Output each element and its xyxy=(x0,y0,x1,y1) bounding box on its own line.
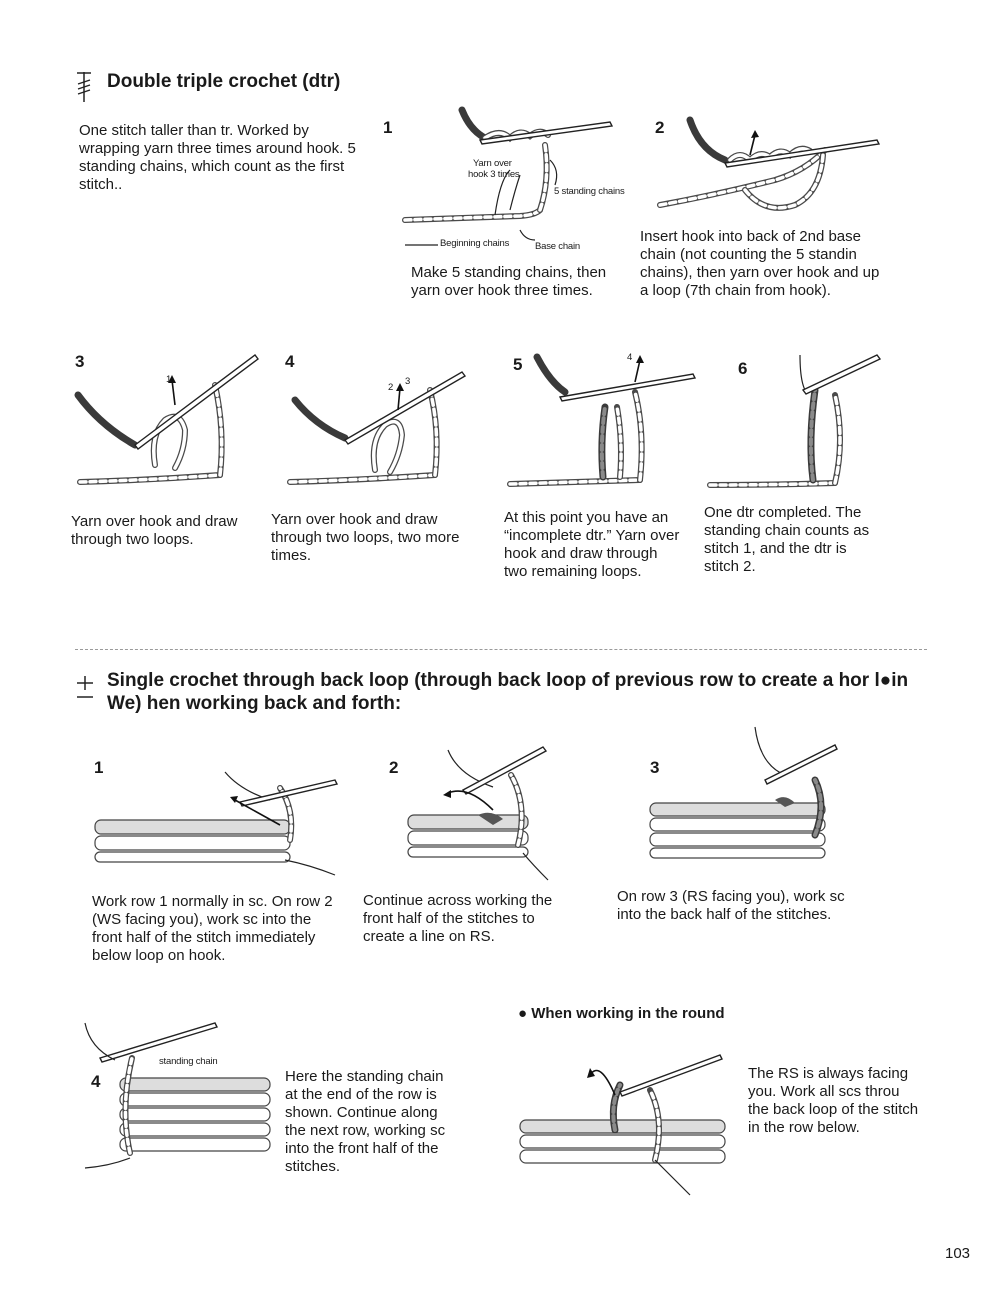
dtr-step2-text: Insert hook into back of 2nd base chain … xyxy=(640,228,880,300)
round-illustration xyxy=(515,1050,735,1200)
sc-step3-illustration xyxy=(645,725,840,880)
label-arrow-1: 1 xyxy=(166,374,171,385)
label-standing-chain: standing chain xyxy=(159,1056,217,1067)
sc-step1-text: Work row 1 normally in sc. On row 2 (WS … xyxy=(92,893,337,965)
dtr-step6-illustration xyxy=(705,350,885,495)
round-text: The RS is always facing you. Work all sc… xyxy=(748,1065,923,1137)
label-arrow-3: 3 xyxy=(405,376,410,387)
dtr-step1-text: Make 5 standing chains, then yarn over h… xyxy=(411,264,626,300)
sc-back-loop-symbol-icon xyxy=(74,673,96,701)
dtr-step4-illustration xyxy=(290,370,470,500)
dtr-step4-text: Yarn over hook and draw through two loop… xyxy=(271,511,461,565)
label-hook-3-times: hook 3 times xyxy=(468,169,519,180)
dtr-step5-illustration xyxy=(505,352,700,497)
dtr-step3-text: Yarn over hook and draw through two loop… xyxy=(71,513,261,549)
label-arrow-2: 2 xyxy=(388,382,393,393)
dtr-step1-illustration xyxy=(400,100,620,260)
dtr-step4-number: 4 xyxy=(285,352,294,372)
dtr-intro: One stitch taller than tr. Worked by wra… xyxy=(79,122,364,194)
dtr-step2-illustration xyxy=(655,105,885,220)
dtr-step6-text: One dtr completed. The standing chain co… xyxy=(704,504,884,576)
label-base-chain: Base chain xyxy=(535,241,580,252)
label-beginning-chains: Beginning chains xyxy=(440,238,509,249)
dtr-step5-text: At this point you have an “incomplete dt… xyxy=(504,509,684,581)
round-heading: ● When working in the round xyxy=(518,1005,725,1022)
label-yarn-over: Yarn over xyxy=(473,158,512,169)
sc-step1-illustration xyxy=(90,770,340,880)
label-arrow-4: 4 xyxy=(627,352,632,363)
sc-step4-text: Here the standing chain at the end of th… xyxy=(285,1068,460,1176)
dtr-step3-illustration xyxy=(70,350,260,500)
dtr-symbol-icon xyxy=(74,70,94,104)
page-number: 103 xyxy=(945,1245,970,1262)
sc-step2-number: 2 xyxy=(389,758,398,778)
section-divider xyxy=(75,649,927,650)
sc-step4-illustration xyxy=(80,1018,275,1178)
dtr-step1-number: 1 xyxy=(383,118,392,138)
label-5-standing-chains: 5 standing chains xyxy=(554,186,625,197)
section-title-sc-back-loop: Single crochet through back loop (throug… xyxy=(107,669,917,715)
section-title-dtr: Double triple crochet (dtr) xyxy=(107,70,340,93)
sc-step3-text: On row 3 (RS facing you), work sc into t… xyxy=(617,888,867,924)
sc-step2-illustration xyxy=(403,745,553,885)
sc-step2-text: Continue across working the front half o… xyxy=(363,892,573,946)
